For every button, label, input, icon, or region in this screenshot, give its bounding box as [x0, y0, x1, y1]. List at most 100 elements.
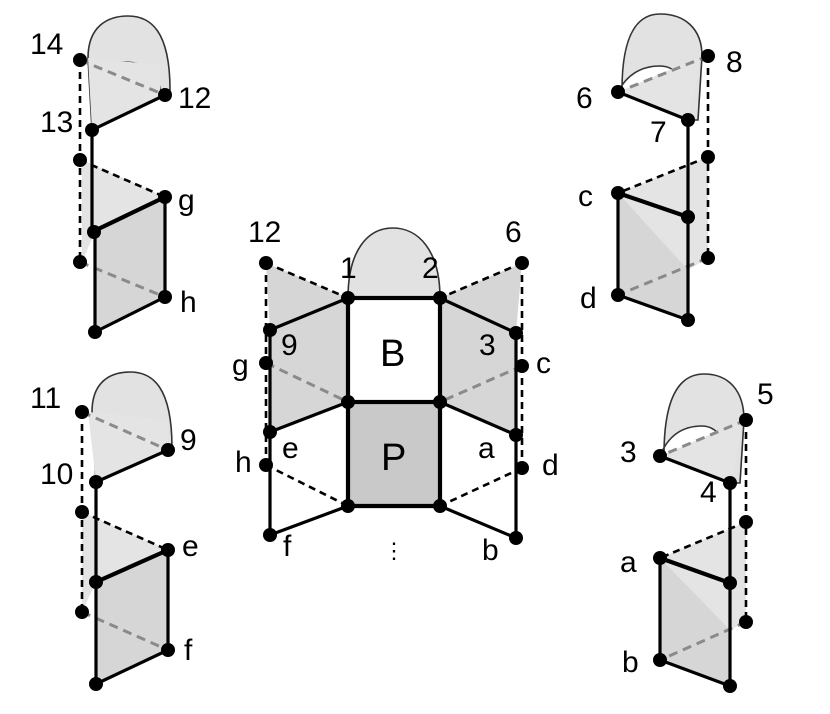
- vertex-dot: [75, 505, 89, 519]
- vertex-dot: [611, 288, 625, 302]
- vertex-dot: [259, 256, 273, 270]
- vertex-dot: [263, 425, 277, 439]
- vertex-dot: [515, 461, 529, 475]
- face-shape: [96, 550, 168, 682]
- label-12: 12: [178, 82, 211, 115]
- edge-line: [659, 418, 747, 458]
- vertex-dot: [263, 323, 277, 337]
- label-3: 3: [620, 436, 637, 469]
- vertex-dot: [723, 679, 737, 693]
- vertex-dot: [723, 576, 737, 590]
- ellipsis: ⋮: [383, 538, 405, 563]
- vertex-dot: [75, 405, 89, 419]
- face-shape: [95, 197, 165, 332]
- label-f: f: [184, 634, 193, 667]
- label-b: b: [622, 646, 639, 679]
- vertex-dot: [611, 186, 625, 200]
- vertex-dot: [723, 476, 737, 490]
- center-face-p: [348, 402, 440, 506]
- vertex-dot: [73, 153, 87, 167]
- vertex-dot: [653, 551, 667, 565]
- edge-line: [438, 296, 518, 335]
- label-f: f: [283, 530, 292, 563]
- edge-line: [79, 58, 166, 97]
- edge-line: [616, 90, 690, 122]
- label-d: d: [542, 449, 559, 482]
- bottom-right-figure: 5 3 4 a b: [620, 373, 774, 693]
- label-e: e: [182, 530, 199, 563]
- label-5: 5: [757, 378, 774, 411]
- vertex-dot: [515, 359, 529, 373]
- label-b: b: [482, 534, 499, 567]
- label-a: a: [478, 432, 495, 465]
- edge-line: [658, 658, 732, 688]
- label-h: h: [180, 286, 197, 319]
- vertex-dot: [263, 528, 277, 542]
- edge-line: [90, 93, 167, 132]
- edge-line: [94, 648, 170, 686]
- label-14: 14: [30, 28, 63, 61]
- vertex-dot: [509, 531, 523, 545]
- edge-line: [439, 466, 523, 508]
- vertex-dot: [341, 395, 355, 409]
- label-a: a: [620, 546, 637, 579]
- edge-line: [79, 158, 166, 199]
- edge-line: [439, 261, 523, 300]
- edge-line: [265, 361, 349, 404]
- vertex-dot: [433, 291, 447, 305]
- face-shape: [618, 56, 702, 120]
- edge-line: [89, 194, 168, 235]
- vertex-dot: [433, 499, 447, 513]
- label-6: 6: [576, 82, 593, 115]
- face-shape: [82, 160, 165, 262]
- center-dome: [347, 227, 441, 299]
- edge-line: [617, 155, 709, 195]
- vertex-dot: [259, 458, 273, 472]
- label-6: 6: [505, 216, 522, 249]
- vertex-dot: [89, 475, 103, 489]
- label-10: 10: [40, 458, 73, 491]
- label-c: c: [536, 347, 551, 380]
- face-shape: [660, 420, 744, 483]
- face-label-p: P: [381, 437, 406, 479]
- edge-line: [658, 454, 732, 485]
- label-13: 13: [40, 106, 73, 139]
- edge-line: [657, 555, 733, 586]
- top-left-figure: 14 12 13 g h: [30, 15, 211, 339]
- label-9: 9: [281, 329, 298, 362]
- vertex-dot: [739, 515, 753, 529]
- label-2: 2: [422, 252, 439, 285]
- vertex-dot: [653, 449, 667, 463]
- vertex-dot: [161, 543, 175, 557]
- vertex-dot: [87, 225, 101, 239]
- label-8: 8: [726, 46, 743, 79]
- edge-line: [438, 400, 518, 437]
- label-g: g: [178, 184, 195, 217]
- label-d: d: [580, 282, 597, 315]
- vertex-dot: [509, 428, 523, 442]
- center-net: 12 1 2 6 9 g e h f 3 c a d b B P ⋮: [232, 216, 559, 567]
- edge-line: [265, 261, 349, 300]
- vertex-dot: [158, 88, 172, 102]
- label-e: e: [282, 432, 299, 465]
- vertex-dot: [158, 190, 172, 204]
- label-g: g: [232, 349, 249, 382]
- vertex-dot: [158, 290, 172, 304]
- edge-line: [94, 448, 170, 484]
- edge-line: [616, 293, 690, 322]
- face-shape: [88, 412, 168, 482]
- face-shape: [88, 58, 160, 130]
- edge-line: [265, 463, 349, 508]
- edge-line: [615, 190, 691, 220]
- vertex-dot: [161, 443, 175, 457]
- label-h: h: [235, 446, 252, 479]
- label-3: 3: [479, 329, 496, 362]
- vertex-dot: [341, 499, 355, 513]
- vertex-dot: [739, 615, 753, 629]
- edge-line: [93, 295, 167, 334]
- vertex-dot: [701, 150, 715, 164]
- label-11: 11: [30, 382, 61, 415]
- vertex-dot: [509, 326, 523, 340]
